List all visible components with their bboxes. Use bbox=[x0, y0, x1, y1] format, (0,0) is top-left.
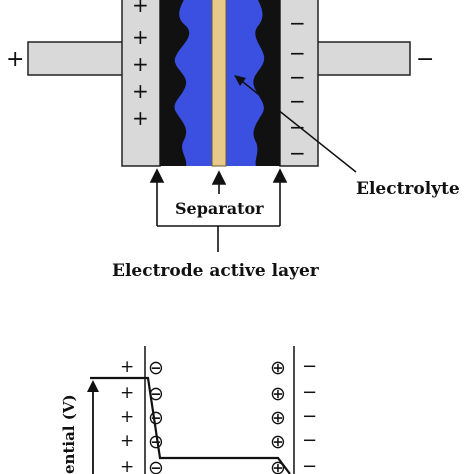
terminal-negative-sign: − bbox=[416, 47, 434, 72]
terminal-positive-sign: + bbox=[6, 47, 24, 72]
positive-charge: + bbox=[132, 25, 149, 49]
bottom-pointer-arrows bbox=[149, 168, 288, 252]
electrolyte-label: Electrolyte bbox=[356, 179, 460, 199]
positive-charge: + bbox=[132, 0, 149, 17]
right-minus-sign: − bbox=[302, 356, 317, 377]
potential-axis-arrowhead bbox=[87, 380, 99, 392]
left-terminal-tab bbox=[27, 41, 129, 76]
potential-profile bbox=[90, 376, 291, 474]
bottom-potential-diagram: ential (V) + + + + + ⊖ ⊖ ⊖ ⊖ ⊖ ⊕ ⊕ ⊕ ⊕ ⊕ bbox=[60, 346, 317, 474]
negative-charge: − bbox=[289, 115, 306, 139]
circled-plus-ion: ⊕ bbox=[270, 383, 286, 405]
positive-charge: + bbox=[132, 106, 149, 130]
right-current-collector bbox=[279, 0, 319, 167]
right-minus-signs: − − − − − bbox=[302, 356, 317, 474]
top-cell-diagram: + − + + + + + − − − − − − Electrolyte bbox=[6, 0, 460, 281]
circled-plus-ion: ⊕ bbox=[270, 431, 286, 453]
right-terminal-tab bbox=[311, 41, 411, 76]
right-cations: ⊕ ⊕ ⊕ ⊕ ⊕ bbox=[270, 357, 286, 474]
left-plus-sign: + bbox=[120, 431, 134, 451]
circled-plus-ion: ⊕ bbox=[270, 407, 286, 429]
negative-charge: − bbox=[289, 41, 306, 65]
left-plus-signs: + + + + + bbox=[120, 357, 134, 474]
right-minus-sign: − bbox=[302, 406, 317, 427]
negative-charge: − bbox=[289, 65, 306, 89]
right-active-layer bbox=[253, 0, 280, 166]
circled-minus-ion: ⊖ bbox=[148, 457, 164, 474]
negative-charge: − bbox=[289, 141, 306, 165]
circled-plus-ion: ⊕ bbox=[270, 457, 286, 474]
separator-label: Separator bbox=[175, 199, 264, 218]
separator bbox=[211, 0, 227, 167]
circled-minus-ion: ⊖ bbox=[148, 431, 164, 453]
positive-charge: + bbox=[132, 52, 149, 76]
left-anions: ⊖ ⊖ ⊖ ⊖ ⊖ bbox=[148, 357, 164, 474]
active-layer-label: Electrode active layer bbox=[112, 261, 320, 281]
circled-plus-ion: ⊕ bbox=[270, 357, 286, 379]
left-active-layer bbox=[160, 0, 190, 166]
left-plus-sign: + bbox=[120, 407, 134, 427]
negative-charge: − bbox=[289, 89, 306, 113]
positive-charge: + bbox=[132, 79, 149, 103]
left-plus-sign: + bbox=[120, 383, 134, 403]
negative-charges: − − − − − − bbox=[289, 11, 306, 165]
right-minus-sign: − bbox=[302, 430, 317, 451]
positive-charges: + + + + + bbox=[132, 0, 149, 130]
negative-charge: − bbox=[289, 11, 306, 35]
electrolyte-pointer-line bbox=[237, 77, 357, 173]
electrolyte-pointer-arrowhead bbox=[234, 75, 246, 86]
circled-minus-ion: ⊖ bbox=[148, 407, 164, 429]
right-minus-sign: − bbox=[302, 382, 317, 403]
potential-axis-label: ential (V) bbox=[60, 394, 78, 474]
right-minus-sign: − bbox=[302, 456, 317, 474]
left-plus-sign: + bbox=[120, 457, 134, 474]
left-plus-sign: + bbox=[120, 357, 134, 377]
circled-minus-ion: ⊖ bbox=[148, 357, 164, 379]
circled-minus-ion: ⊖ bbox=[148, 383, 164, 405]
left-current-collector bbox=[121, 0, 161, 167]
